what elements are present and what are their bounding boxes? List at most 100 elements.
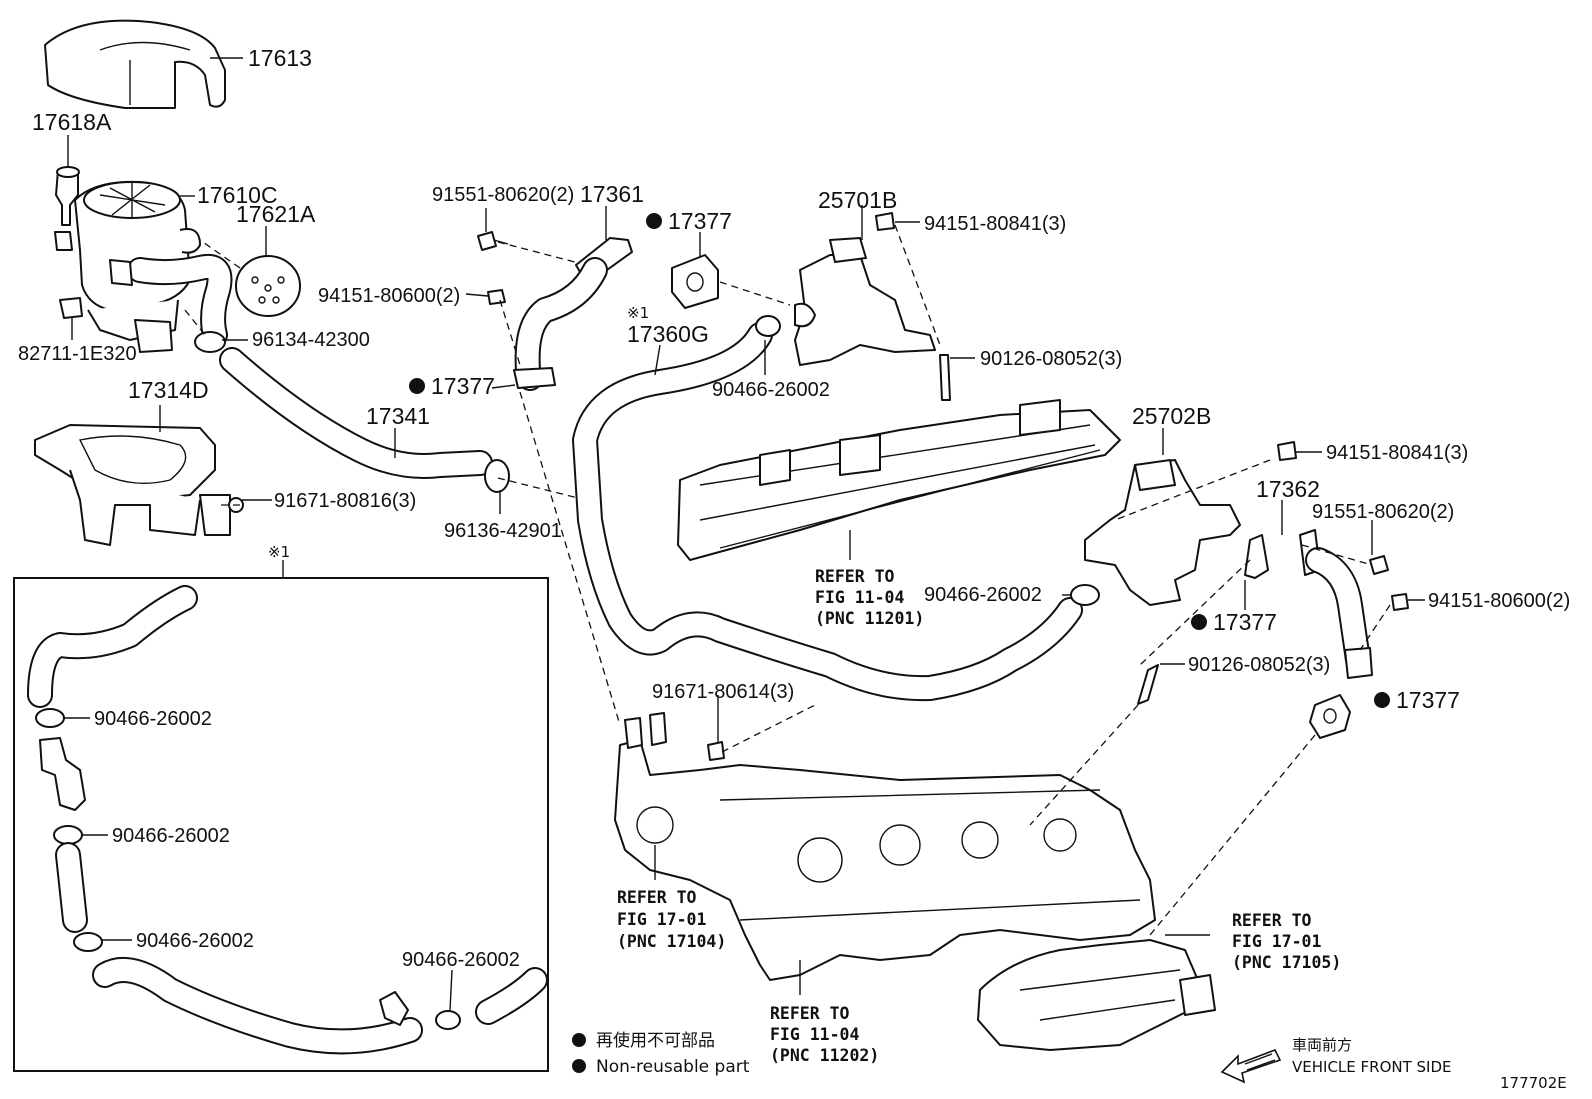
label-90126-08052-b: 90126-08052(3) <box>1188 654 1330 676</box>
hose-17341-drawing <box>219 347 493 479</box>
label-91671-80614: 91671-80614(3) <box>652 681 794 703</box>
refer-block-17105: REFER TO FIG 17-01 (PNC 17105) <box>1232 911 1341 972</box>
label-17361: 17361 <box>580 181 644 207</box>
legend-dot-jp <box>572 1033 586 1047</box>
svg-text:(PNC 11201): (PNC 11201) <box>815 609 924 628</box>
label-25702B: 25702B <box>1132 403 1211 429</box>
label-94151-80841-a: 94151-80841(3) <box>924 213 1066 235</box>
label-17621A: 17621A <box>236 201 316 227</box>
refer-block-17104: REFER TO FIG 17-01 (PNC 17104) <box>617 888 726 951</box>
svg-text:FIG 17-01: FIG 17-01 <box>617 910 706 929</box>
label-82711-1E320: 82711-1E320 <box>18 343 137 365</box>
bolt-91671-614-drawing <box>707 741 725 761</box>
non-reusable-dot <box>1374 692 1390 708</box>
legend: 再使用不可部品 Non-reusable part <box>572 1030 750 1077</box>
clamp-96136-drawing <box>484 459 510 493</box>
label-17618A: 17618A <box>32 109 112 135</box>
cover-17613-drawing <box>44 19 226 109</box>
label-inset-90466-2: 90466-26002 <box>112 825 230 847</box>
label-inset-90466-1: 90466-26002 <box>94 708 212 730</box>
non-reusable-dot <box>409 378 425 394</box>
bolt-91551b-drawing <box>1369 555 1389 575</box>
non-reusable-dot <box>646 213 662 229</box>
front-text-jp: 車両前方 <box>1292 1036 1352 1054</box>
label-17360G: 17360G <box>627 321 709 347</box>
refer-block-11201: REFER TO FIG 11-04 (PNC 11201) <box>815 567 924 628</box>
pipe-17361-drawing <box>513 237 633 391</box>
stud-90126a-drawing <box>939 354 951 401</box>
stud-90126b-drawing <box>1137 664 1159 705</box>
svg-text:REFER TO: REFER TO <box>770 1004 850 1023</box>
svg-text:(PNC 11202): (PNC 11202) <box>770 1046 879 1065</box>
svg-text:FIG 11-04: FIG 11-04 <box>770 1025 859 1044</box>
label-17314D: 17314D <box>128 377 209 403</box>
nut-94151-841a-drawing <box>875 212 895 231</box>
inset-hose-drawing <box>27 585 548 1055</box>
valve-25701B-drawing <box>794 237 936 366</box>
gasket-17377c-drawing <box>1244 534 1269 579</box>
clamp-96134-drawing <box>194 331 226 353</box>
manifold-11201-drawing <box>677 399 1121 561</box>
label-17377-d: 17377 <box>1396 687 1460 713</box>
clamp-90466a-drawing <box>755 315 781 337</box>
legend-text-jp: 再使用不可部品 <box>596 1030 715 1051</box>
label-17613: 17613 <box>248 45 312 71</box>
legend-dot-en <box>572 1059 586 1073</box>
sensor-82711-drawing <box>59 297 83 319</box>
nut-94151-600b-drawing <box>1391 593 1409 611</box>
non-reusable-dot <box>1191 614 1207 630</box>
leader-lines <box>67 57 1425 995</box>
svg-text:(PNC 17104): (PNC 17104) <box>617 932 726 951</box>
legend-text-en: Non-reusable part <box>596 1057 750 1077</box>
label-17341: 17341 <box>366 403 430 429</box>
label-17377-c: 17377 <box>1213 609 1277 635</box>
svg-text:REFER TO: REFER TO <box>617 888 697 907</box>
label-inset-90466-3: 90466-26002 <box>136 930 254 952</box>
label-91671-80816: 91671-80816(3) <box>274 490 416 512</box>
hose-17360G-drawing <box>572 322 1083 702</box>
label-90126-08052-a: 90126-08052(3) <box>980 348 1122 370</box>
nut-94151-600a-drawing <box>487 289 506 305</box>
label-90466-26002-b: 90466-26002 <box>924 584 1042 606</box>
plug-17618A-drawing <box>55 166 80 226</box>
figure-id: 177702E <box>1500 1074 1567 1092</box>
front-arrow-icon <box>1220 1048 1282 1084</box>
label-17610C: 17610C <box>197 182 278 208</box>
air-pump-17610C-drawing <box>54 180 233 353</box>
svg-text:REFER TO: REFER TO <box>815 567 895 586</box>
label-note1-b: ※1 <box>268 543 290 561</box>
bolt-91551a-drawing <box>477 231 509 251</box>
label-94151-80600-b: 94151-80600(2) <box>1428 590 1570 612</box>
front-text-en: VEHICLE FRONT SIDE <box>1292 1058 1452 1076</box>
svg-text:(PNC 17105): (PNC 17105) <box>1232 953 1341 972</box>
label-91551-80620-a: 91551-80620(2) <box>432 184 574 206</box>
inset-leader-lines <box>64 717 453 1011</box>
label-96136-42901: 96136-42901 <box>444 520 562 542</box>
label-17362: 17362 <box>1256 476 1320 502</box>
label-17377-a: 17377 <box>668 208 732 234</box>
filter-17621A-drawing <box>235 255 301 317</box>
label-25701B: 25701B <box>818 187 897 213</box>
gasket-17377d-drawing <box>1309 694 1351 739</box>
label-91551-80620-b: 91551-80620(2) <box>1312 501 1454 523</box>
label-17377-b: 17377 <box>431 373 495 399</box>
gasket-17377a-drawing <box>671 254 719 309</box>
bracket-17314D-drawing <box>34 424 244 546</box>
svg-text:FIG 11-04: FIG 11-04 <box>815 588 904 607</box>
valve-25702B-drawing <box>1084 459 1241 606</box>
exhaust-17105-drawing <box>977 939 1216 1051</box>
label-note1-a: ※1 <box>627 304 649 322</box>
refer-block-11202: REFER TO FIG 11-04 (PNC 11202) <box>770 1004 879 1065</box>
vehicle-front-indicator: 車両前方 VEHICLE FRONT SIDE <box>1220 1036 1452 1084</box>
manifold-17104-drawing <box>614 712 1156 981</box>
svg-text:FIG 17-01: FIG 17-01 <box>1232 932 1321 951</box>
label-94151-80841-b: 94151-80841(3) <box>1326 442 1468 464</box>
clamp-90466b-drawing <box>1070 584 1100 606</box>
label-inset-90466-4: 90466-26002 <box>402 949 520 971</box>
label-94151-80600-a: 94151-80600(2) <box>318 285 460 307</box>
dashed-assembly-lines <box>184 224 1391 936</box>
svg-text:REFER TO: REFER TO <box>1232 911 1312 930</box>
label-96134-42300: 96134-42300 <box>252 329 370 351</box>
inset-box <box>13 577 549 1072</box>
